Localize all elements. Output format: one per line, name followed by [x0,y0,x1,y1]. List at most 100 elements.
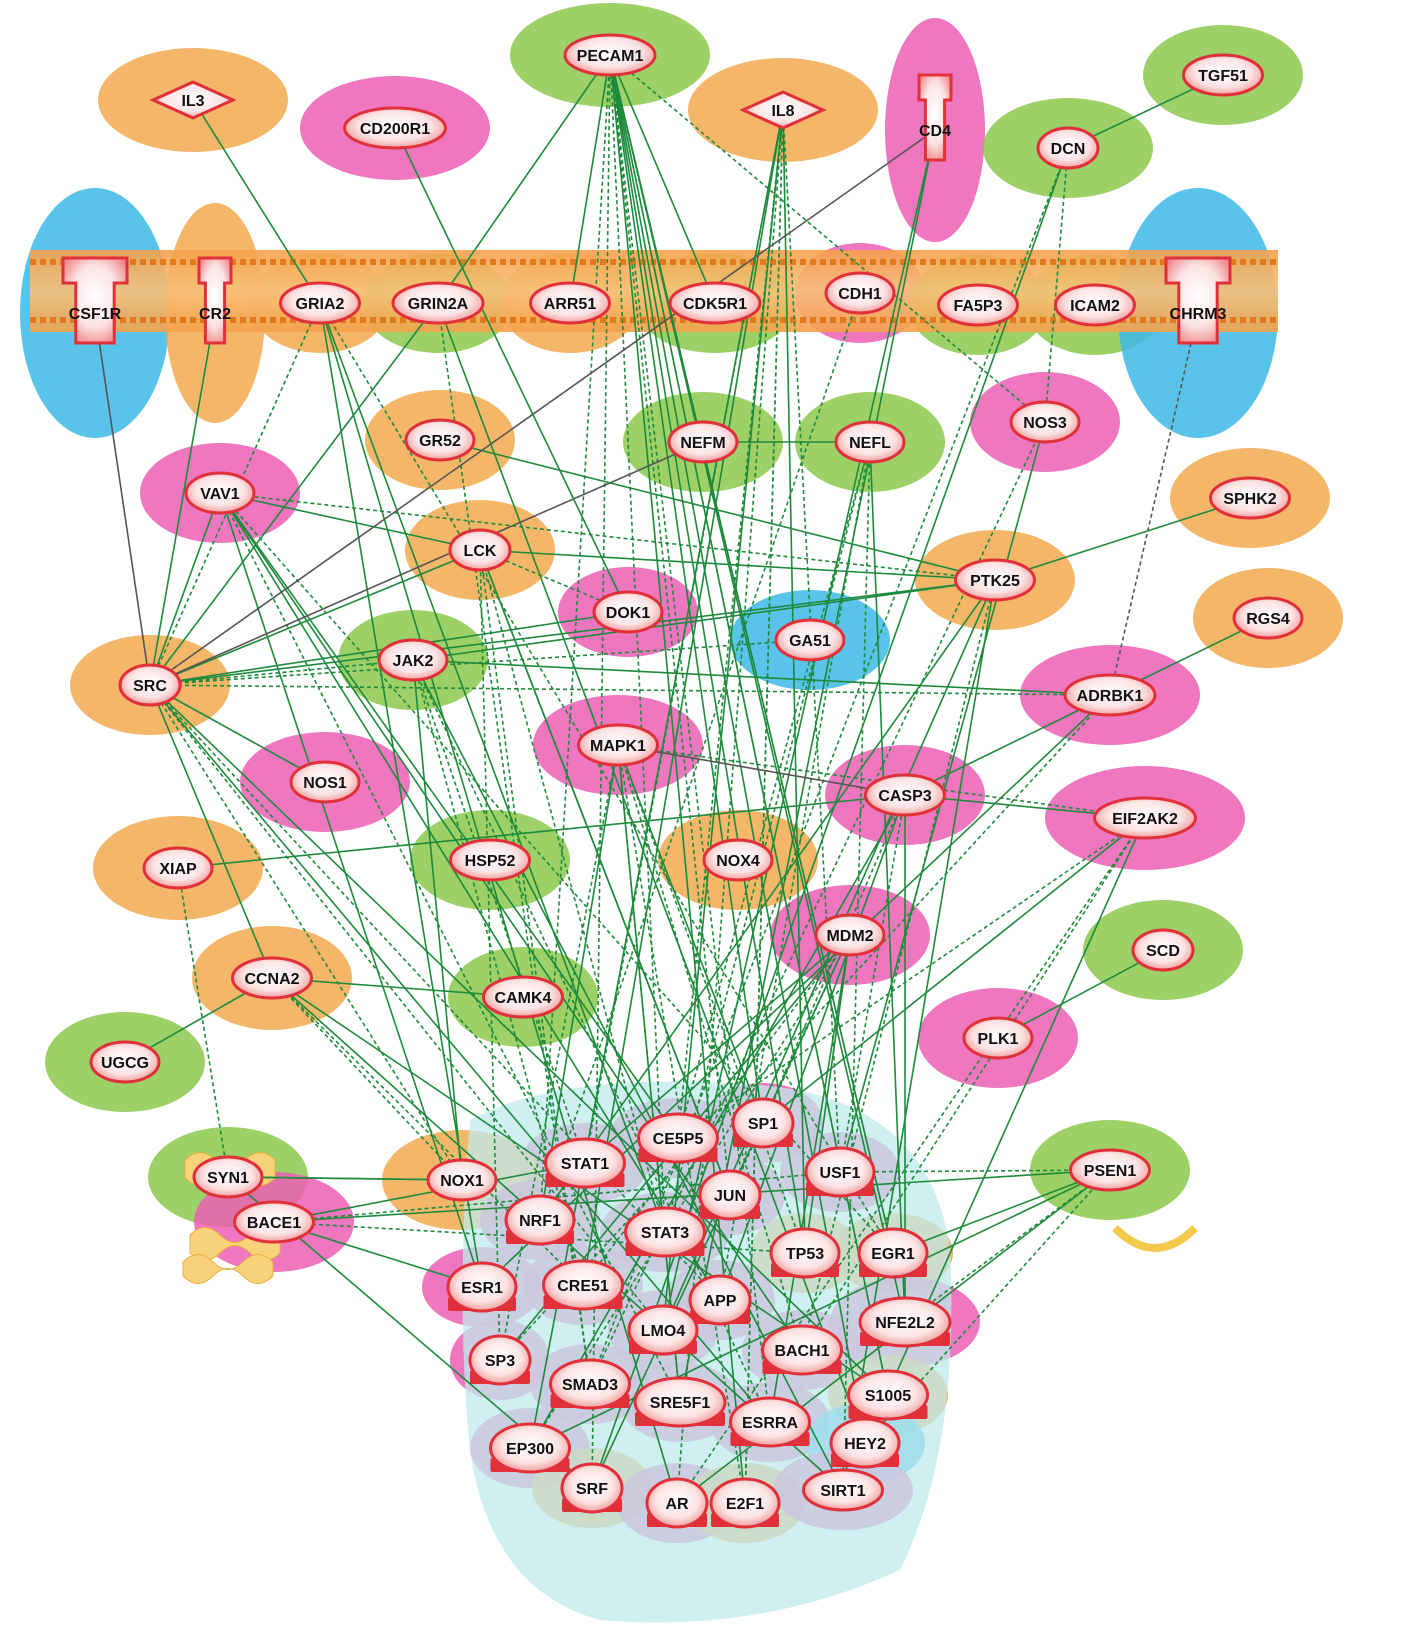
node-hey2[interactable]: HEY2 [829,1417,901,1469]
edge-tp53-bace1 [273,1217,806,1254]
node-chrm3[interactable]: CHRM3 [1164,256,1232,345]
edge-src-jak2 [149,656,414,686]
node-cd4[interactable]: CD4 [917,73,953,162]
node-nox4[interactable]: NOX4 [702,838,774,882]
node-label: JAK2 [393,653,434,670]
edge-pecam1-nos3 [609,54,1046,423]
node-nos1[interactable]: NOS1 [289,760,361,804]
node-adrbk1[interactable]: ADRBK1 [1063,673,1157,717]
node-tgf51[interactable]: TGF51 [1182,53,1264,97]
node-smad3[interactable]: SMAD3 [549,1358,631,1410]
edge-ptk25-sphk2 [994,496,1251,581]
node-cdk5r1[interactable]: CDK5R1 [668,281,762,325]
node-esrra[interactable]: ESRRA [729,1396,811,1448]
node-lck[interactable]: LCK [448,528,512,572]
node-ep300[interactable]: EP300 [489,1422,571,1474]
node-syn1[interactable]: SYN1 [192,1155,264,1199]
edge-e2f1-pecam1 [606,54,746,1504]
edge-stat1-bace1 [273,1162,586,1226]
node-camk4[interactable]: CAMK4 [482,975,564,1019]
node-casp3[interactable]: CASP3 [864,773,946,817]
node-cd200r1[interactable]: CD200R1 [343,106,447,150]
node-label: ADRBK1 [1077,688,1144,705]
node-ga51[interactable]: GA51 [774,618,846,662]
node-srf[interactable]: SRF [560,1462,624,1514]
node-stat3[interactable]: STAT3 [624,1206,706,1258]
edge-ce5p5-nefl [677,441,873,1139]
node-pecam1[interactable]: PECAM1 [563,33,657,77]
node-esr1[interactable]: ESR1 [446,1261,518,1313]
node-cr2[interactable]: CR2 [197,256,233,345]
node-label: SYN1 [207,1170,249,1187]
node-vav1[interactable]: VAV1 [184,471,256,515]
node-sre5f1[interactable]: SRE5F1 [633,1376,727,1428]
node-label: SIRT1 [820,1483,865,1500]
node-ptk25[interactable]: PTK25 [954,558,1036,602]
node-ce5p5[interactable]: CE5P5 [637,1112,719,1164]
node-nefl[interactable]: NEFL [834,420,906,464]
node-nfe2l2[interactable]: NFE2L2 [858,1296,952,1348]
node-rgs4[interactable]: RGS4 [1232,596,1304,640]
edge-esrra-pecam1 [606,54,771,1423]
edge-jun-lck [478,549,731,1196]
node-jak2[interactable]: JAK2 [377,638,449,682]
node-dcn[interactable]: DCN [1036,126,1100,170]
node-eif2ak2[interactable]: EIF2AK2 [1093,796,1197,840]
node-mdm2[interactable]: MDM2 [814,913,886,957]
node-xiap[interactable]: XIAP [142,846,214,890]
node-cre51[interactable]: CRE51 [542,1259,624,1311]
node-icam2[interactable]: ICAM2 [1054,283,1136,327]
node-nrf1[interactable]: NRF1 [504,1194,576,1246]
node-ccna2[interactable]: CCNA2 [231,956,313,1000]
node-usf1[interactable]: USF1 [804,1146,876,1198]
node-grin2a[interactable]: GRIN2A [391,281,485,325]
node-sphk2[interactable]: SPHK2 [1209,476,1291,520]
node-label: LMO4 [641,1323,686,1340]
node-sirt1[interactable]: SIRT1 [802,1468,884,1512]
node-nefm[interactable]: NEFM [667,420,739,464]
node-cdh1[interactable]: CDH1 [824,271,896,315]
node-scd[interactable]: SCD [1131,928,1195,972]
edge-stat3-pecam1 [605,54,666,1233]
node-gr52[interactable]: GR52 [404,418,476,462]
node-lmo4[interactable]: LMO4 [627,1304,699,1356]
node-sp3[interactable]: SP3 [468,1334,532,1386]
node-stat1[interactable]: STAT1 [544,1137,626,1189]
node-label: STAT1 [561,1156,609,1173]
node-psen1[interactable]: PSEN1 [1069,1148,1151,1192]
node-label: PTK25 [970,573,1020,590]
node-e2f1[interactable]: E2F1 [709,1477,781,1529]
node-label: EGR1 [871,1246,915,1263]
node-sp1[interactable]: SP1 [731,1097,795,1149]
node-fa5p3[interactable]: FA5P3 [937,283,1019,327]
node-dok1[interactable]: DOK1 [592,590,664,634]
node-gria2[interactable]: GRIA2 [279,281,361,325]
node-hsp52[interactable]: HSP52 [449,838,531,882]
node-plk1[interactable]: PLK1 [962,1016,1034,1060]
node-nos3[interactable]: NOS3 [1009,400,1081,444]
node-s1005[interactable]: S1005 [847,1369,929,1421]
node-il3[interactable]: IL3 [149,80,237,120]
node-mapk1[interactable]: MAPK1 [577,723,659,767]
node-app[interactable]: APP [688,1274,752,1326]
edge-sp1-pecam1 [606,54,764,1124]
node-ugcg[interactable]: UGCG [89,1040,161,1084]
node-label: GRIN2A [408,296,469,313]
edge-src-ptk25 [149,576,996,686]
node-csf1r[interactable]: CSF1R [61,256,129,345]
edge-lmo4-src [149,684,664,1331]
node-nox1[interactable]: NOX1 [426,1158,498,1202]
node-label: CCNA2 [244,971,299,988]
node-egr1[interactable]: EGR1 [857,1227,929,1279]
node-arr51[interactable]: ARR51 [529,281,611,325]
node-il8[interactable]: IL8 [739,90,827,130]
node-bach1[interactable]: BACH1 [761,1324,843,1376]
node-label: GR52 [419,433,461,450]
edge-src-cr2 [149,312,219,686]
node-bace1[interactable]: BACE1 [233,1200,315,1244]
node-tp53[interactable]: TP53 [769,1227,841,1279]
node-ar[interactable]: AR [645,1477,709,1529]
node-src[interactable]: SRC [118,663,182,707]
node-label: SRE5F1 [650,1395,711,1412]
node-jun[interactable]: JUN [698,1169,762,1221]
